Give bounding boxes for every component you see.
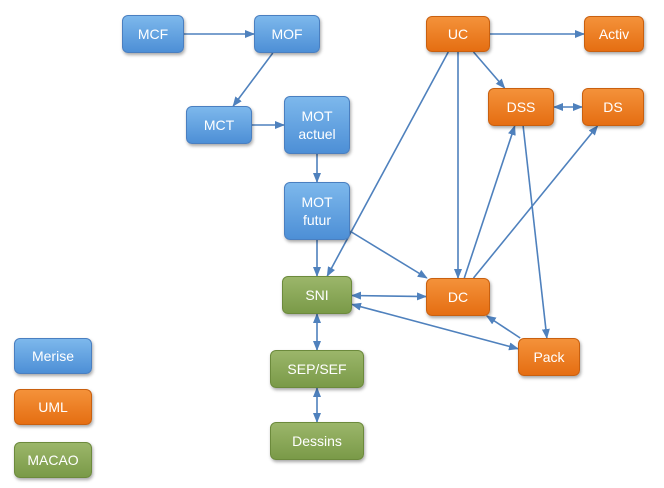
node-pack[interactable]: Pack: [518, 338, 580, 376]
edges-layer: [184, 30, 599, 423]
node-dc[interactable]: DC: [426, 278, 490, 316]
node-dss[interactable]: DSS: [488, 88, 554, 126]
node-activ[interactable]: Activ: [584, 16, 644, 52]
node-mcf[interactable]: MCF: [122, 15, 184, 53]
edge-sni-to-pack: [351, 302, 519, 351]
node-sni[interactable]: SNI: [282, 276, 352, 314]
node-mot-futur[interactable]: MOT futur: [284, 182, 350, 240]
edge-dc-to-ds: [472, 125, 599, 279]
node-ds[interactable]: DS: [582, 88, 644, 126]
legend-merise: Merise: [14, 338, 92, 374]
node-mot-actuel[interactable]: MOT actuel: [284, 96, 350, 154]
node-uc[interactable]: UC: [426, 16, 490, 52]
edge-mof-to-mct: [232, 52, 274, 107]
node-dessins[interactable]: Dessins: [270, 422, 364, 460]
legend-macao: MACAO: [14, 442, 92, 478]
edge-mot_futur-to-dc: [349, 230, 428, 279]
edge-pack-to-dc: [485, 315, 521, 339]
legend-uml: UML: [14, 389, 92, 425]
node-sep-sef[interactable]: SEP/SEF: [270, 350, 364, 388]
edge-dss-to-pack: [522, 125, 550, 339]
edge-sni-to-dc: [351, 291, 427, 301]
node-mof[interactable]: MOF: [254, 15, 320, 53]
edge-uc-to-dss: [472, 51, 506, 89]
node-mct[interactable]: MCT: [186, 106, 252, 144]
edge-dc-to-dss: [463, 125, 516, 279]
edge-uc-to-sni: [326, 51, 449, 277]
